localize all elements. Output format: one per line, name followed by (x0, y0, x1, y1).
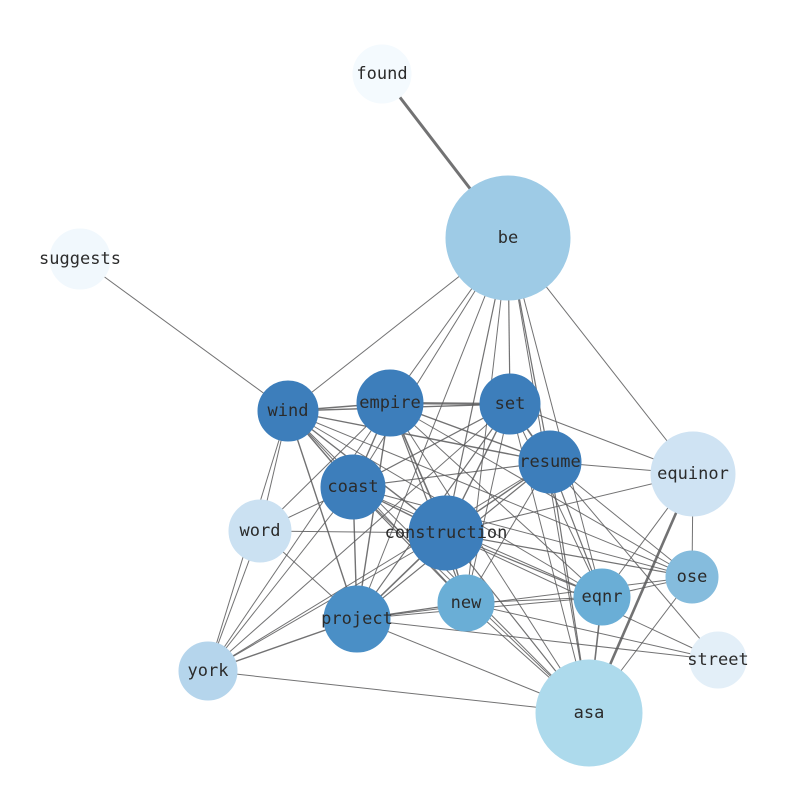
graph-edge (389, 402, 603, 598)
graph-edge (352, 461, 551, 488)
node-label-word: word (240, 521, 281, 541)
node-label-construction: construction (385, 523, 508, 543)
graph-node-resume[interactable]: resume (518, 430, 582, 494)
node-circle-equinor[interactable] (650, 431, 736, 517)
graph-edge (207, 403, 511, 672)
graph-node-wind[interactable]: wind (257, 380, 319, 442)
node-label-coast: coast (327, 477, 378, 497)
graph-edge (287, 410, 358, 620)
node-circle-project[interactable] (323, 585, 391, 653)
node-label-suggests: suggests (39, 249, 121, 269)
graph-node-found[interactable]: found (352, 44, 412, 104)
graph-node-street[interactable]: street (687, 631, 749, 689)
node-circle-eqnr[interactable] (573, 568, 631, 626)
node-circle-asa[interactable] (535, 659, 643, 767)
graph-node-be[interactable]: be (445, 175, 571, 301)
graph-node-construction[interactable]: construction (385, 495, 508, 571)
graph-node-coast[interactable]: coast (320, 454, 386, 520)
graph-node-ose[interactable]: ose (665, 550, 719, 604)
graph-edge (207, 486, 354, 672)
graph-edge (356, 618, 719, 661)
node-circle-new[interactable] (437, 574, 495, 632)
graph-edge (352, 486, 693, 578)
graph-node-york[interactable]: york (178, 641, 238, 701)
node-label-be: be (498, 228, 518, 248)
node-label-resume: resume (519, 452, 580, 472)
graph-node-empire[interactable]: empire (356, 369, 424, 437)
node-circle-set[interactable] (479, 373, 541, 435)
node-circle-coast[interactable] (320, 454, 386, 520)
graph-edge (207, 532, 447, 672)
node-label-asa: asa (574, 703, 605, 723)
graph-node-eqnr[interactable]: eqnr (573, 568, 631, 626)
node-circle-be[interactable] (445, 175, 571, 301)
node-circle-wind[interactable] (257, 380, 319, 442)
node-label-street: street (687, 650, 748, 670)
node-label-empire: empire (359, 393, 420, 413)
graph-node-word[interactable]: word (228, 499, 292, 563)
node-label-found: found (356, 64, 407, 84)
node-label-set: set (495, 394, 526, 414)
node-circle-construction[interactable] (408, 495, 484, 571)
graph-node-project[interactable]: project (321, 585, 393, 653)
graph-edge (549, 461, 719, 661)
graph-edge (207, 461, 551, 672)
node-circle-suggests[interactable] (49, 228, 111, 290)
node-circle-resume[interactable] (518, 430, 582, 494)
graph-edge (79, 258, 289, 412)
node-label-york: york (188, 661, 229, 681)
graph-edge (356, 576, 693, 620)
node-circle-ose[interactable] (665, 550, 719, 604)
node-circle-york[interactable] (178, 641, 238, 701)
node-label-equinor: equinor (657, 464, 729, 484)
node-circle-found[interactable] (352, 44, 412, 104)
nodes-layer: found be suggests wind empire set resume equino… (39, 44, 749, 767)
graph-edge (465, 602, 719, 661)
graph-node-asa[interactable]: asa (535, 659, 643, 767)
node-label-project: project (321, 609, 393, 629)
graph-node-set[interactable]: set (479, 373, 541, 435)
node-label-wind: wind (268, 401, 309, 421)
graph-edge (287, 410, 551, 463)
node-label-ose: ose (677, 567, 708, 587)
graph-node-suggests[interactable]: suggests (39, 228, 121, 290)
node-label-eqnr: eqnr (582, 587, 623, 607)
graph-node-equinor[interactable]: equinor (650, 431, 736, 517)
graph-edge (207, 402, 391, 672)
graph-node-new[interactable]: new (437, 574, 495, 632)
node-circle-empire[interactable] (356, 369, 424, 437)
node-circle-word[interactable] (228, 499, 292, 563)
graph-edge (356, 237, 509, 620)
graph-edge (389, 402, 590, 714)
node-label-new: new (451, 593, 482, 613)
graph-edge (207, 670, 590, 714)
node-circle-street[interactable] (689, 631, 747, 689)
